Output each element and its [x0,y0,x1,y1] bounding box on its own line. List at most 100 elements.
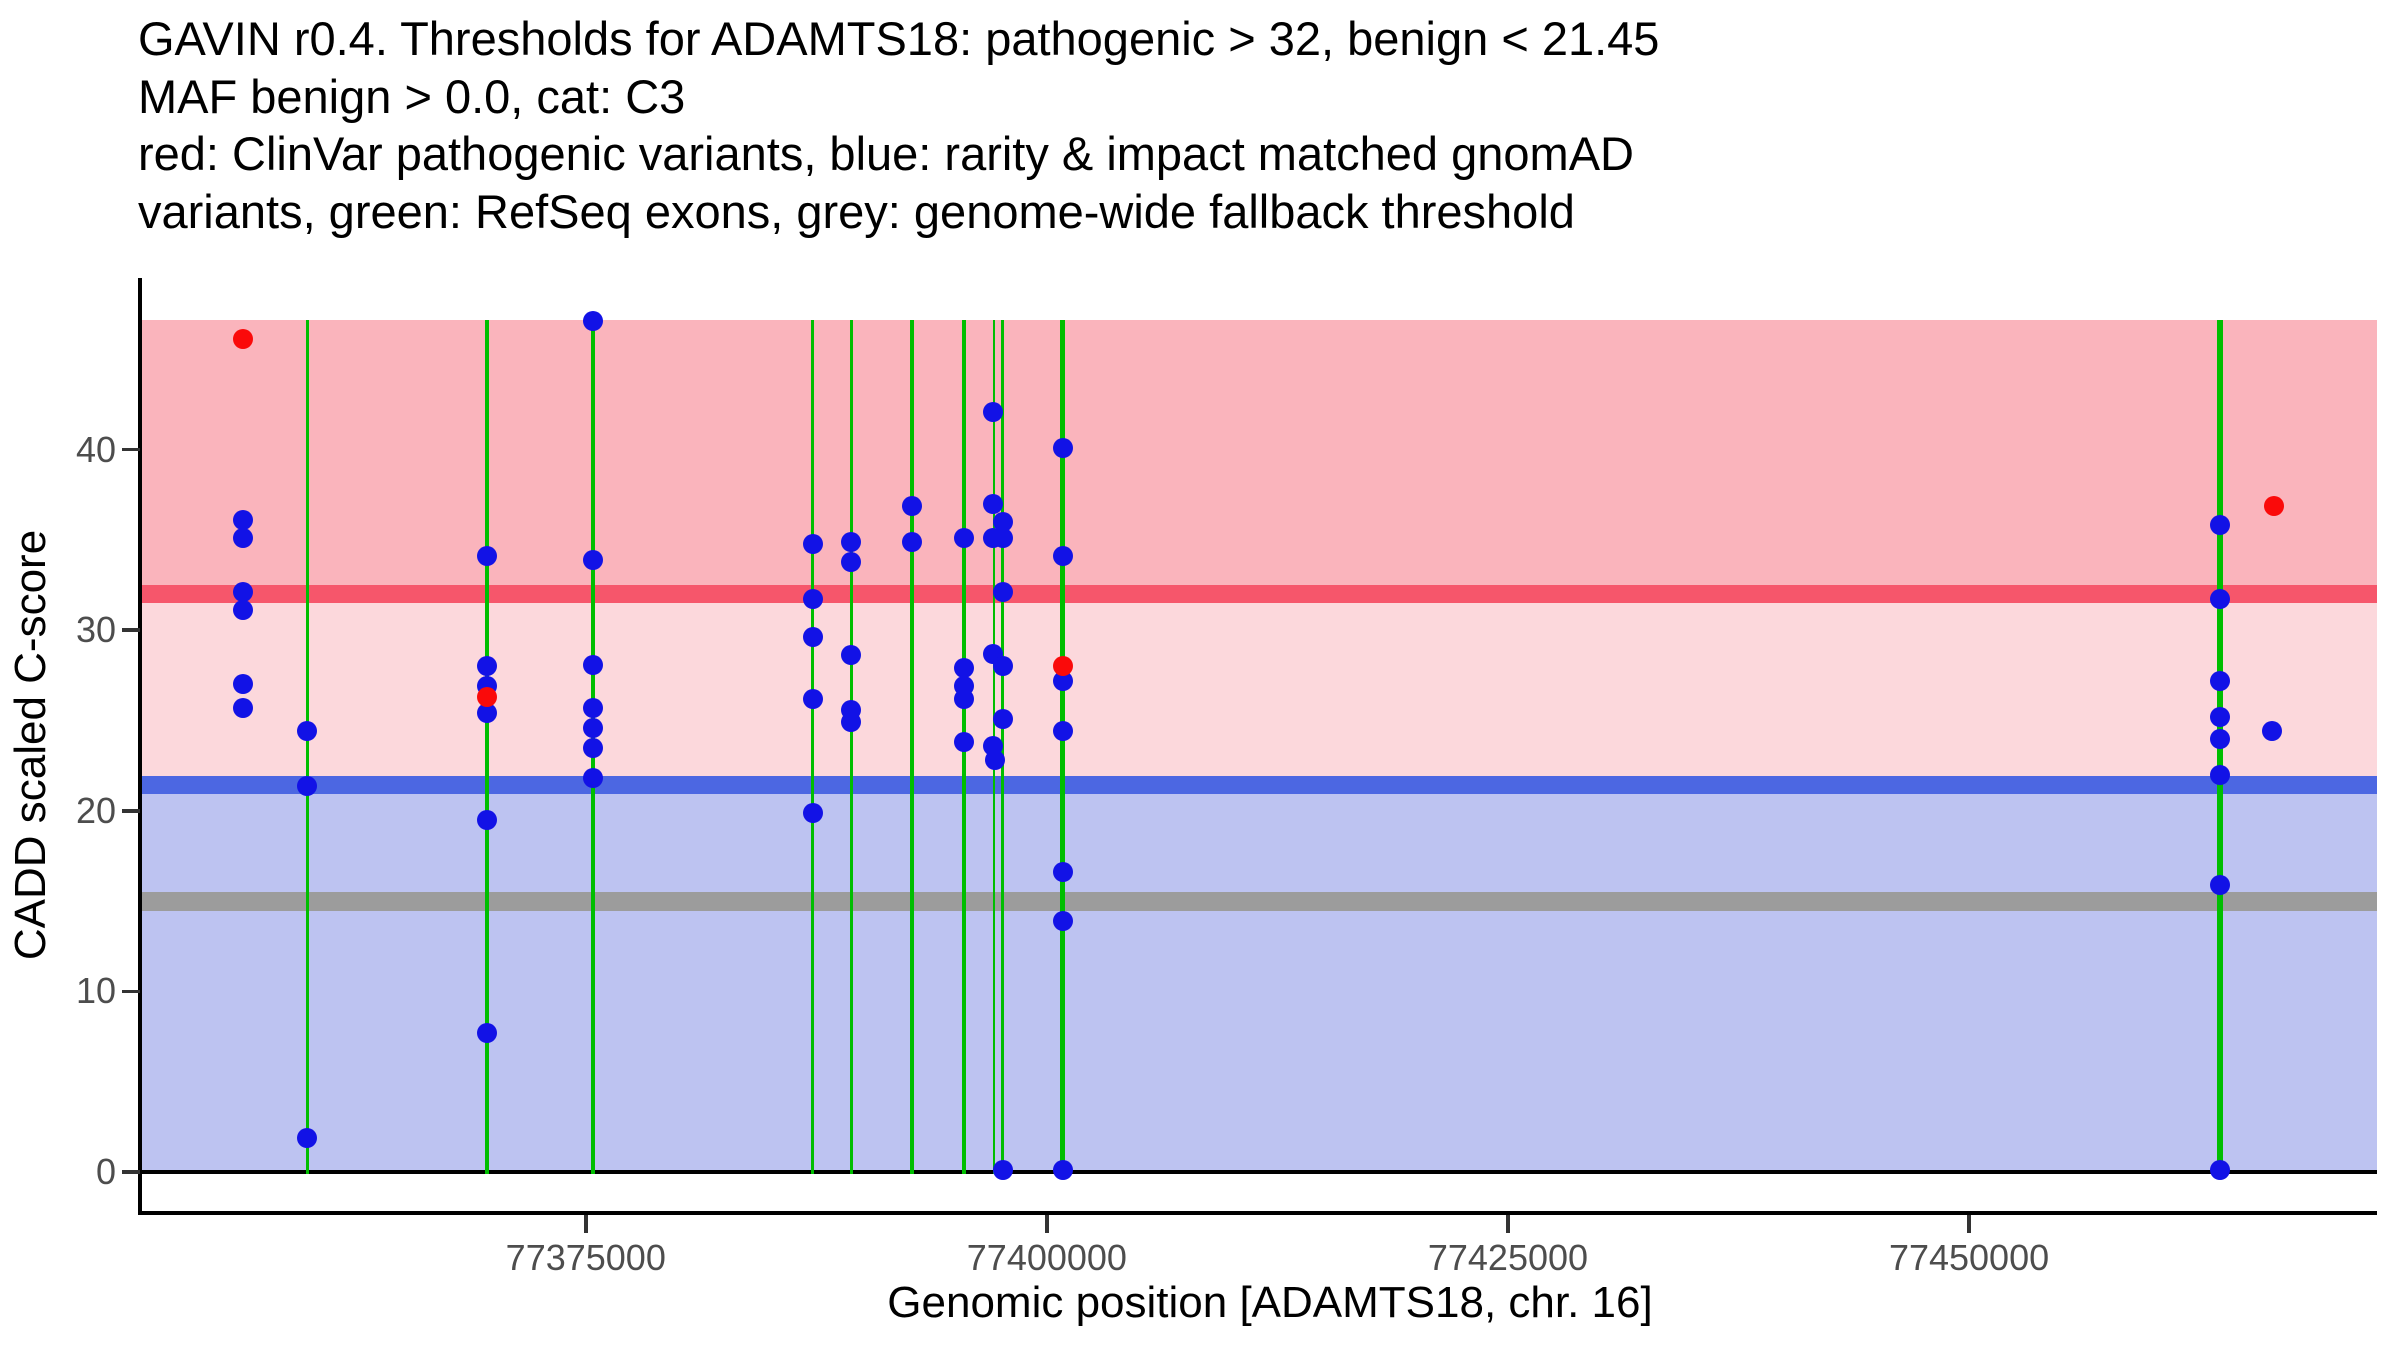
gnomad-variant-point [2209,589,2230,610]
gnomad-variant-point [902,531,923,552]
y-axis-tick [122,447,140,452]
gnomad-variant-point [583,549,604,570]
x-axis-tick-label: 77425000 [1427,1237,1589,1278]
gnomad-variant-point [232,528,253,549]
gnomad-variant-point [477,703,498,724]
y-axis-title: CADD scaled C-score [6,529,55,961]
gnomad-variant-point [953,732,974,753]
gnomad-variant-point [841,531,862,552]
gnomad-variant-point [583,737,604,758]
x-axis-tick-label: 77400000 [966,1237,1127,1278]
gnomad-variant-point [953,528,974,549]
gnomad-variant-point [583,697,604,718]
gnomad-variant-point [232,600,253,621]
gnomad-variant-point [1052,670,1073,691]
y-axis-tick-label: 30 [75,609,116,651]
gnomad-variant-point [985,750,1006,771]
clinvar-pathogenic-variant-point [1052,656,1073,677]
pathogenic-region-band [140,319,2377,595]
refseq-exon-line [305,319,310,1174]
y-axis-line [138,278,142,1215]
gnomad-variant-point [2209,728,2230,749]
gnomad-variant-point [583,311,604,332]
refseq-exon-line [1060,319,1066,1174]
plot-title-line-2: MAF benign > 0.0, cat: C3 [138,69,686,123]
gnomad-variant-point [992,582,1013,603]
gnomad-variant-point [841,712,862,733]
benign-region-band [140,784,2377,1172]
gnomad-variant-point [1052,1160,1073,1181]
gnomad-variant-point [2209,706,2230,727]
y-axis-tick [122,809,140,813]
gnomad-variant-point [583,654,604,675]
gnomad-variant-point [2262,721,2283,742]
gnomad-variant-point [953,688,974,709]
y-axis-tick [122,1170,140,1174]
refseq-exon-line [810,319,815,1174]
refseq-exon-line [910,319,914,1174]
x-axis-tick [584,1215,588,1233]
gnomad-variant-point [992,656,1013,677]
refseq-exon-line [849,319,854,1174]
y-axis-tick-label: 20 [75,789,116,831]
gnomad-variant-point [1052,546,1073,567]
gnomad-variant-point [232,582,253,603]
gnomad-variant-point [1052,437,1073,458]
gnomad-variant-point [477,809,498,830]
gnomad-variant-point [2209,515,2230,536]
gnomad-variant-point [297,721,318,742]
gnomad-variant-point [2209,764,2230,785]
zero-baseline-line [140,1170,2377,1174]
gnomad-variant-point [992,511,1013,532]
pathogenic-threshold-line [140,585,2377,604]
plot-title-line-4: variants, green: RefSeq exons, grey: gen… [138,184,1575,238]
gnomad-variant-point [802,627,823,648]
gnomad-variant-point [583,717,604,738]
gnomad-variant-point [983,493,1004,514]
gnomad-variant-point [1052,721,1073,742]
gnomad-variant-point [841,645,862,666]
clinvar-pathogenic-variant-point [477,687,498,708]
gnomad-variant-point [902,495,923,516]
gnomad-variant-point [297,775,318,796]
x-axis-tick [1506,1215,1510,1233]
gnomad-variant-point [1052,910,1073,931]
clinvar-pathogenic-variant-point [2264,495,2285,516]
y-axis-tick [122,989,140,994]
gnomad-variant-point [477,656,498,677]
plot-title-line-1: GAVIN r0.4. Thresholds for ADAMTS18: pat… [138,12,1660,65]
gnomad-variant-point [802,802,823,823]
gnomad-variant-point [992,708,1013,729]
gnomad-variant-point [2209,670,2230,691]
gnomad-variant-point [477,1022,498,1043]
gnomad-variant-point [232,510,253,531]
genome-wide-fallback-threshold-line [140,891,2377,911]
x-axis-tick-label: 77375000 [505,1237,666,1278]
gnomad-variant-point [841,551,862,572]
intermediate-region-band [140,594,2377,785]
gnomad-variant-point [297,1127,318,1148]
x-axis-title: Genomic position [ADAMTS18, chr. 16] [887,1278,1653,1327]
gnomad-variant-point [2209,1160,2230,1181]
x-axis-tick-label: 77450000 [1888,1237,2050,1278]
gnomad-variant-point [583,768,604,789]
y-axis-tick [122,628,140,632]
gnomad-variant-point [992,1160,1013,1181]
x-axis-tick [1967,1215,1971,1233]
gnomad-variant-point [802,533,823,554]
gnomad-variant-point [802,589,823,610]
y-axis-tick-label: 40 [75,428,116,470]
plot-title-line-3: red: ClinVar pathogenic variants, blue: … [138,127,1634,180]
gnomad-variant-point [1052,862,1073,883]
clinvar-pathogenic-variant-point [232,329,253,350]
gnomad-variant-point [953,658,974,679]
plot-title: GAVIN r0.4. Thresholds for ADAMTS18: pat… [138,10,1659,240]
benign-threshold-line [140,775,2377,794]
x-axis-line [140,1211,2377,1215]
refseq-exon-line [485,319,489,1174]
gnomad-variant-point [983,401,1004,422]
gnomad-variant-point [477,546,498,567]
y-axis-tick-label: 10 [75,970,116,1012]
gnomad-variant-point [992,528,1013,549]
